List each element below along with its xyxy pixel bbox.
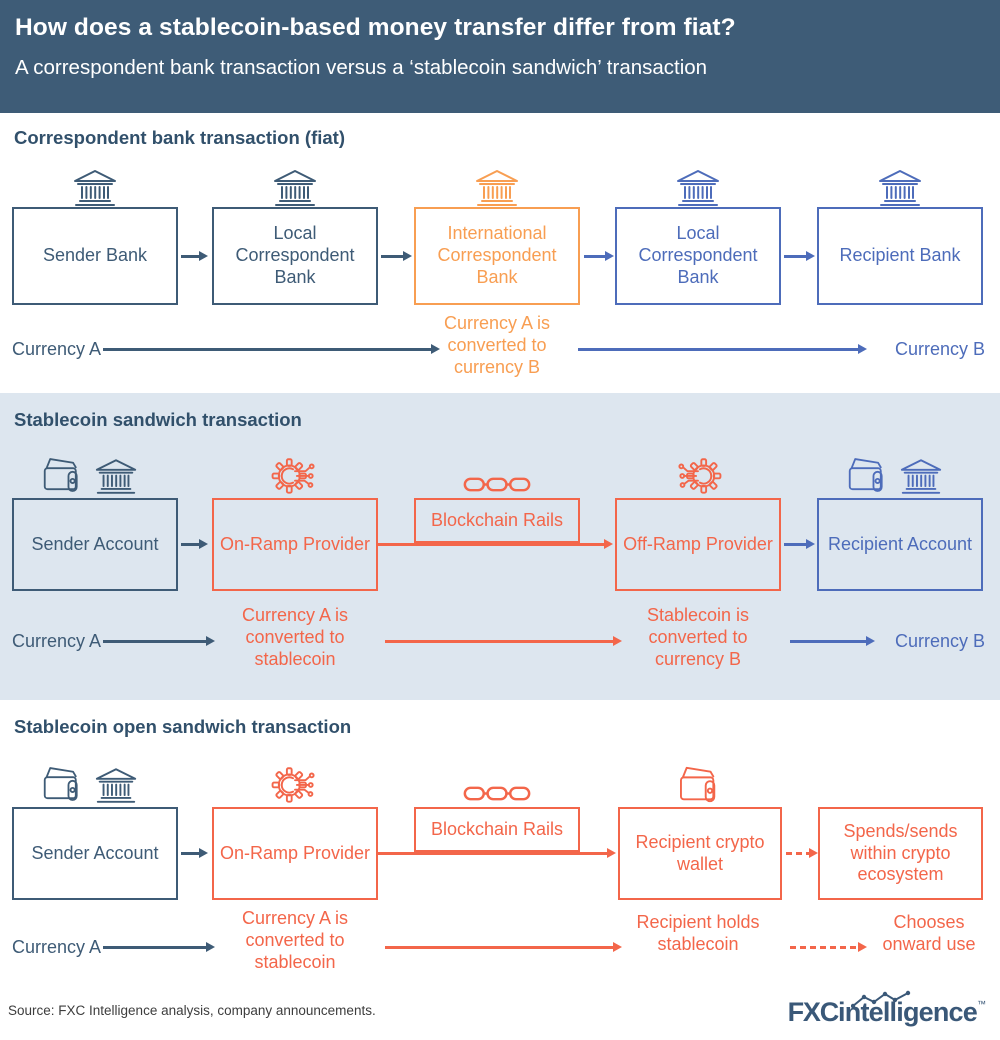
section-title: Stablecoin sandwich transaction: [14, 409, 302, 430]
currency-a-label: Currency A: [12, 339, 102, 359]
logo-fxc: FXC: [787, 997, 840, 1027]
currency-a-arrow: [103, 348, 433, 351]
box-recipient-bank: Recipient Bank: [817, 207, 983, 305]
onward-use-arrow-dashed: [790, 946, 860, 949]
section-correspondent-bank: Correspondent bank transaction (fiat) Se…: [0, 113, 1000, 393]
gear-circuit-icon: [269, 454, 321, 496]
bank-icon: [876, 169, 924, 207]
box-recipient-crypto-wallet: Recipient crypto wallet: [618, 807, 782, 900]
box-recipient-account: Recipient Account: [817, 498, 983, 591]
bank-icon: [93, 767, 139, 804]
arrow-onramp-to-offramp: [378, 543, 606, 546]
box-on-ramp-provider: On-Ramp Provider: [212, 498, 378, 591]
conversion-note-stablecoin: Currency A is converted to stablecoin: [241, 908, 349, 972]
wallet-icon: [847, 456, 889, 495]
box-international-correspondent-bank: International Correspondent Bank: [414, 207, 580, 305]
wallet-icon: [42, 456, 84, 495]
bank-icon: [473, 169, 521, 207]
box-local-correspondent-bank-2: Local Correspondent Bank: [615, 207, 781, 305]
currency-a-arrow: [103, 946, 208, 949]
conversion-note: Currency A is converted to currency B: [443, 313, 551, 377]
box-off-ramp-provider: Off-Ramp Provider: [615, 498, 781, 591]
wallet-bank-icons: [847, 456, 944, 495]
source-text: Source: FXC Intelligence analysis, compa…: [8, 1003, 376, 1018]
bank-icon: [71, 169, 119, 207]
arrow-sender-to-local: [181, 255, 201, 258]
gear-circuit-icon: [269, 763, 321, 805]
currency-b-arrow: [790, 640, 868, 643]
arrow-wallet-to-ecosystem-dashed: [786, 852, 811, 855]
box-blockchain-rails: Blockchain Rails: [414, 498, 580, 543]
arrow-local-to-recipient: [784, 255, 808, 258]
gear-circuit-icon-mirrored: [672, 454, 724, 496]
arrow-onramp-to-wallet: [378, 852, 609, 855]
box-local-correspondent-bank-1: Local Correspondent Bank: [212, 207, 378, 305]
chain-icon: [462, 783, 532, 804]
box-on-ramp-provider: On-Ramp Provider: [212, 807, 378, 900]
box-spends-sends-crypto: Spends/sends within crypto ecosystem: [818, 807, 983, 900]
arrow-offramp-to-recipient: [784, 543, 808, 546]
box-sender-bank: Sender Bank: [12, 207, 178, 305]
wallet-icon: [678, 765, 722, 805]
currency-a-label: Currency A: [12, 937, 102, 957]
section-title: Stablecoin open sandwich transaction: [14, 716, 352, 737]
section-stablecoin-open-sandwich: Stablecoin open sandwich transaction Sen…: [0, 700, 1000, 990]
page-subtitle: A correspondent bank transaction versus …: [15, 56, 708, 79]
bank-icon: [898, 458, 944, 495]
fxc-intelligence-logo: FXCintelligence™: [787, 990, 986, 1028]
arrow-international-to-local: [584, 255, 607, 258]
page-title: How does a stablecoin-based money transf…: [15, 14, 736, 41]
section-stablecoin-sandwich: Stablecoin sandwich transaction Sender A…: [0, 393, 1000, 700]
sparkline-icon: [850, 990, 910, 1009]
currency-b-arrow: [578, 348, 860, 351]
bank-icon: [93, 458, 139, 495]
wallet-icon: [42, 765, 84, 804]
arrow-sender-to-onramp: [181, 852, 201, 855]
recipient-holds-note: Recipient holds stablecoin: [636, 912, 760, 954]
stablecoin-arrow: [385, 946, 615, 949]
header: How does a stablecoin-based money transf…: [0, 0, 1000, 113]
currency-a-label: Currency A: [12, 631, 102, 651]
section-title: Correspondent bank transaction (fiat): [14, 127, 345, 148]
currency-b-label: Currency B: [894, 631, 985, 651]
box-blockchain-rails: Blockchain Rails: [414, 807, 580, 852]
trademark-symbol: ™: [977, 999, 986, 1009]
bank-icon: [271, 169, 319, 207]
stablecoin-arrow: [385, 640, 615, 643]
arrow-sender-to-onramp: [181, 543, 201, 546]
chooses-onward-note: Chooses onward use: [882, 912, 976, 954]
footer: Source: FXC Intelligence analysis, compa…: [0, 990, 1000, 1040]
conversion-note-currency-b: Stablecoin is converted to currency B: [646, 605, 750, 669]
chain-icon: [462, 474, 532, 495]
wallet-bank-icons: [42, 456, 139, 495]
currency-a-arrow: [103, 640, 208, 643]
currency-b-label: Currency B: [894, 339, 985, 359]
bank-icon: [674, 169, 722, 207]
logo-intelligence: intelligence: [838, 997, 978, 1027]
arrow-local-to-international: [381, 255, 405, 258]
box-sender-account: Sender Account: [12, 807, 178, 900]
conversion-note-stablecoin: Currency A is converted to stablecoin: [241, 605, 349, 669]
box-sender-account: Sender Account: [12, 498, 178, 591]
wallet-bank-icons: [42, 765, 139, 804]
